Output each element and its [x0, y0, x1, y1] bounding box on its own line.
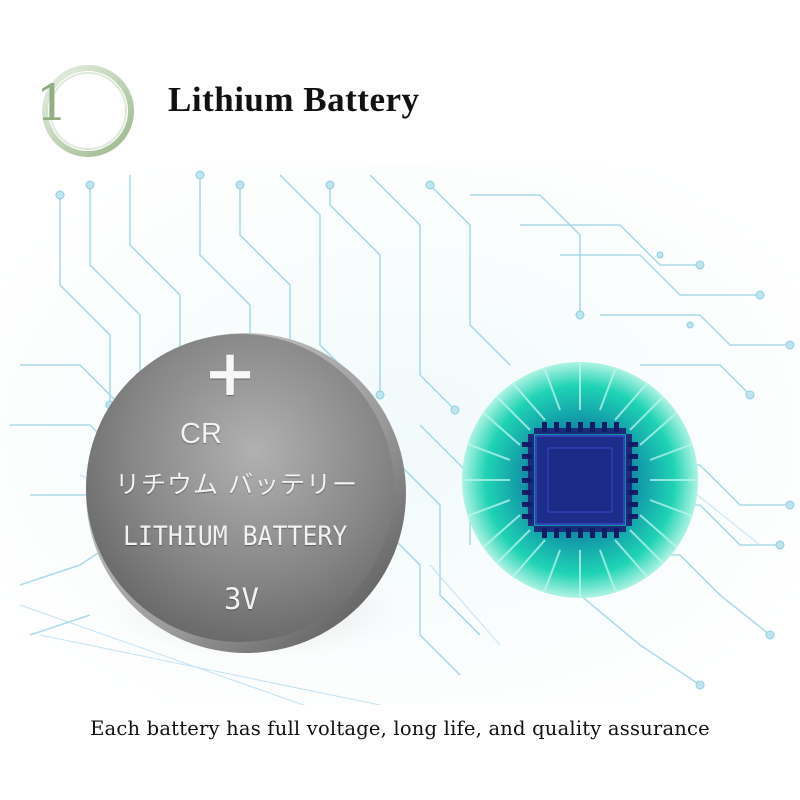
- step-badge-ring: [42, 65, 134, 157]
- step-number: 1: [36, 74, 68, 132]
- battery-english-label: LITHIUM BATTERY: [123, 521, 348, 552]
- page-title: Lithium Battery: [168, 80, 420, 119]
- battery-model-label: CR: [180, 418, 222, 450]
- battery-voltage-label: 3V: [224, 582, 259, 616]
- battery-japanese-label: リチウム バッテリー: [115, 470, 358, 499]
- positive-terminal-symbol: +: [203, 337, 257, 411]
- microchip-icon: [462, 362, 698, 598]
- caption-text: Each battery has full voltage, long life…: [90, 717, 710, 740]
